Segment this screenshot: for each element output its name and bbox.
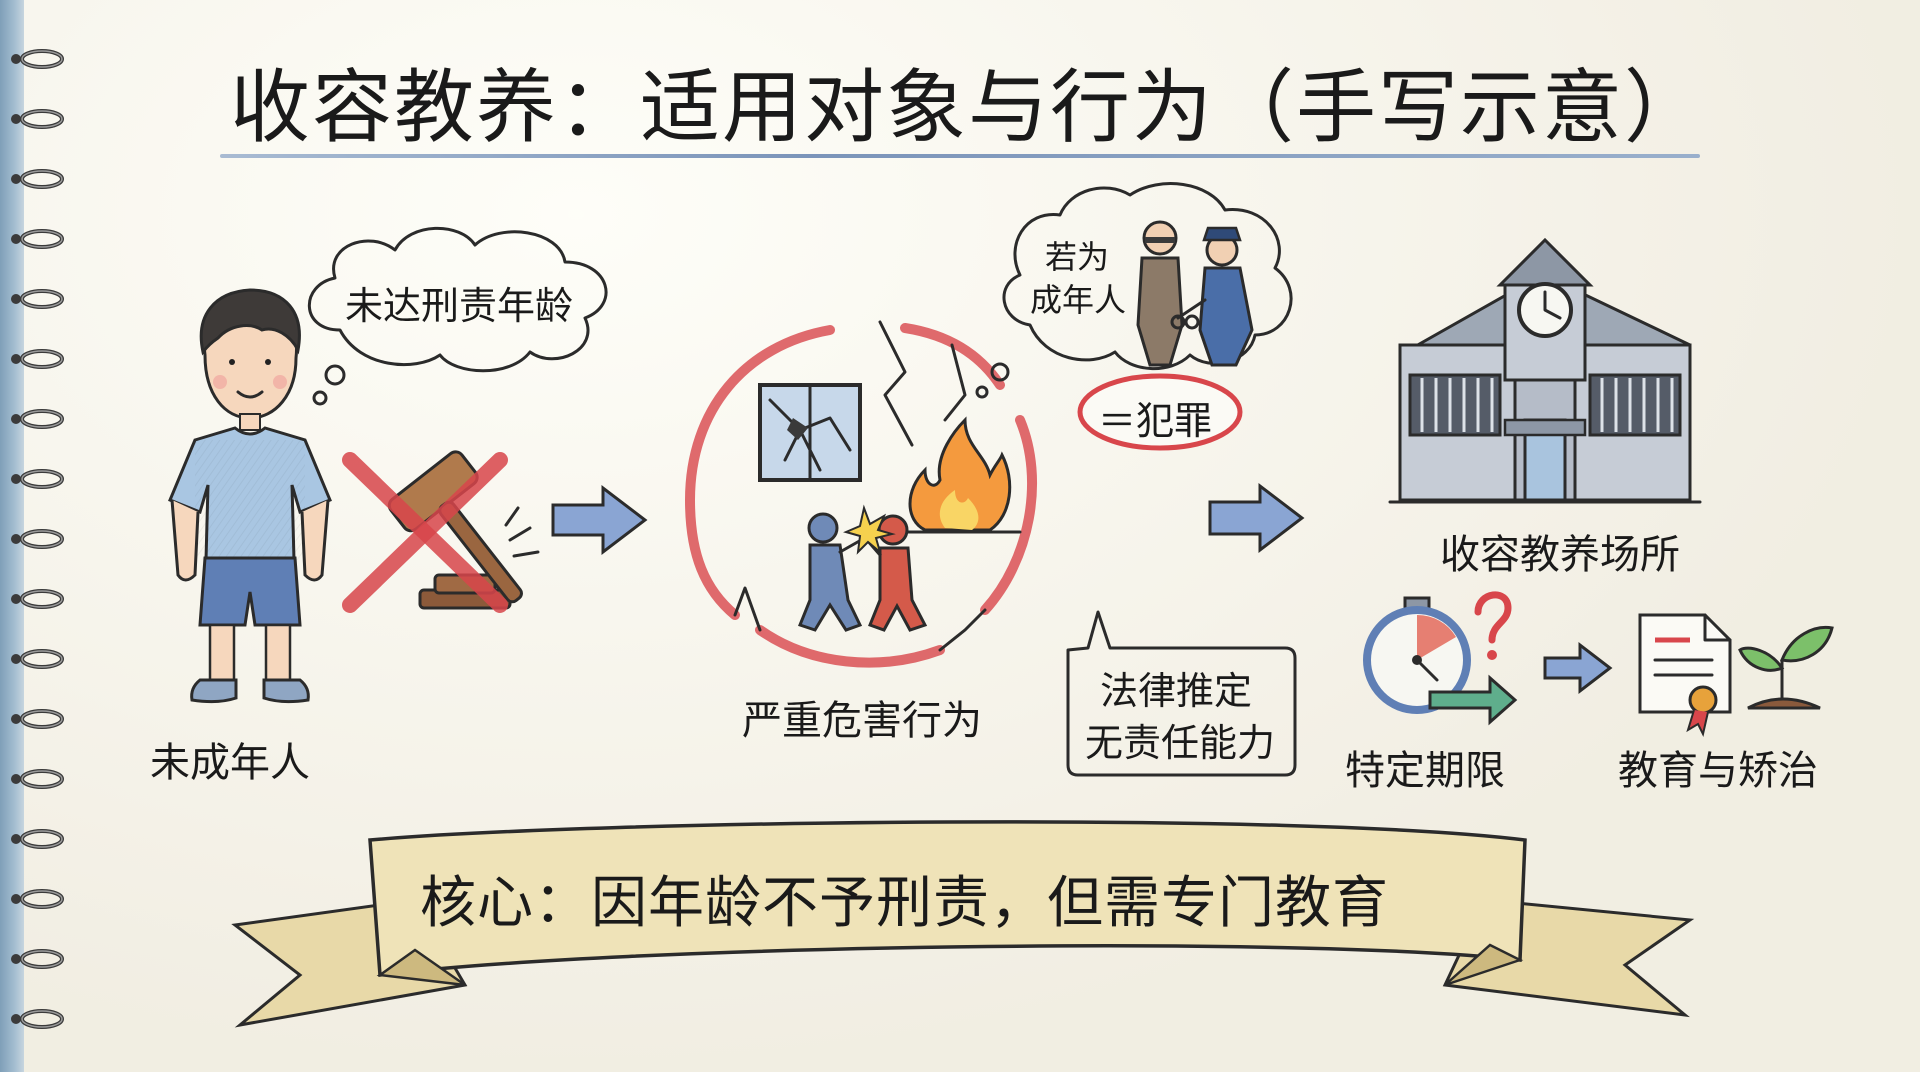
broken-window-icon	[758, 383, 862, 482]
presumption-line1: 法律推定	[1100, 669, 1253, 713]
school-building-icon	[1388, 237, 1702, 504]
ring-binding-icon	[6, 948, 64, 970]
page-title: 收容教养：适用对象与行为（手写示意）	[230, 61, 1706, 154]
stopwatch-icon	[1363, 596, 1518, 726]
ring-binding-icon	[6, 408, 64, 430]
ring-binding-icon	[6, 468, 64, 490]
serious-harm-circle	[684, 320, 1038, 668]
fire-icon	[903, 416, 1022, 534]
ring-binding-icon	[6, 648, 64, 670]
banner-text: 核心：因年龄不予刑责，但需专门教育	[420, 871, 1389, 936]
core-banner	[231, 820, 1695, 1028]
adult-thought-line2: 成年人	[1030, 281, 1127, 319]
ring-binding-icon	[6, 168, 64, 190]
serious-harm-label: 严重危害行为	[742, 698, 982, 744]
police-arrest-icon	[1136, 220, 1254, 367]
clock-icon	[1517, 282, 1573, 338]
age-thought-cloud	[307, 226, 608, 406]
flow-arrow-icon	[551, 484, 648, 556]
adult-thought-cloud	[975, 182, 1293, 399]
certificate-icon	[1638, 613, 1732, 737]
question-mark-icon	[1474, 591, 1512, 660]
crossed-gavel-icon	[342, 450, 540, 613]
flow-arrow-icon	[1208, 482, 1305, 554]
ring-binding-icon	[6, 528, 64, 550]
presumption-bubble	[1066, 610, 1297, 777]
ring-binding-icon	[6, 108, 64, 130]
ring-binding-icon	[6, 588, 64, 610]
flow-arrow-icon	[1543, 641, 1613, 695]
ring-binding-icon	[6, 228, 64, 250]
term-label: 特定期限	[1345, 748, 1505, 794]
sprout-icon	[1738, 625, 1834, 710]
crime-oval	[1077, 373, 1243, 451]
ring-binding-icon	[6, 288, 64, 310]
minor-label: 未成年人	[150, 740, 310, 786]
ring-binding-icon	[6, 48, 64, 70]
ring-binding-icon	[6, 1008, 64, 1030]
presumption-line2: 无责任能力	[1085, 721, 1276, 765]
ring-binding-icon	[6, 768, 64, 790]
age-thought-text: 未达刑责年龄	[345, 284, 574, 328]
adult-thought-line1: 若为	[1045, 238, 1110, 276]
title-underline	[220, 154, 1700, 158]
fighting-people-icon	[798, 504, 928, 632]
education-label: 教育与矫治	[1618, 748, 1818, 794]
crime-label: ＝犯罪	[1098, 399, 1213, 443]
ring-binding-icon	[6, 828, 64, 850]
ring-binding-icon	[6, 888, 64, 910]
ring-binding-icon	[6, 348, 64, 370]
facility-label: 收容教养场所	[1440, 532, 1680, 578]
boy-icon	[168, 288, 332, 704]
ring-binding-icon	[6, 708, 64, 730]
